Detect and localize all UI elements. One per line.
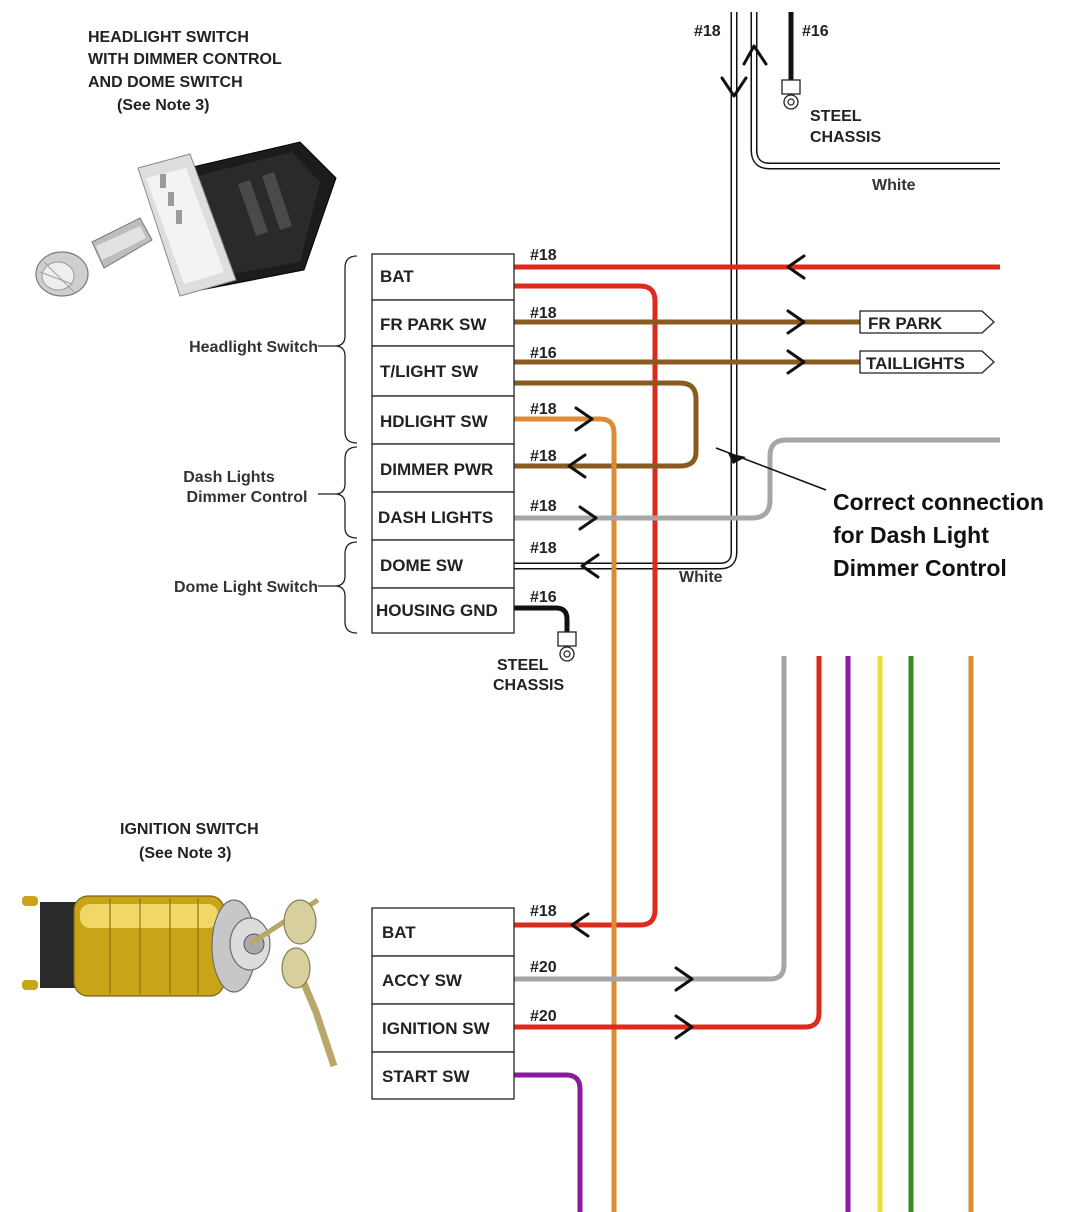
group-label-dash-lights: Dash Lights [183, 469, 275, 486]
fr-park-tag-label: FR PARK [868, 314, 943, 333]
wire-gauge-labels: #18 #16 #18 #18 #16 #18 #18 #18 #18 #16 … [530, 23, 829, 1025]
arrow-right-tlight [786, 349, 806, 375]
gauge-dimmer: #18 [530, 448, 557, 465]
misc-labels: STEEL CHASSIS White White STEEL CHASSIS [493, 108, 916, 694]
arrow-left-dimmer [567, 453, 587, 479]
arrow-left-dome [580, 553, 600, 579]
gauge-bat: #18 [530, 247, 557, 264]
group-label-dimmer-control: Dimmer Control [187, 489, 308, 506]
connector-tag-fr-park: FR PARK [859, 310, 995, 334]
gauge-fr-park: #18 [530, 305, 557, 322]
arrow-right-ignition [674, 1014, 694, 1040]
ignition-switch-image [22, 895, 338, 1068]
wire-red-ignition [514, 656, 822, 1030]
ign-pin-label-ignition-sw: IGNITION SW [382, 1019, 491, 1038]
ign-pin-label-accy-sw: ACCY SW [382, 971, 463, 990]
wire-orange-hdlight [514, 416, 617, 1212]
headlight-caption-line3: AND DOME SWITCH [88, 74, 243, 91]
annotation-pointer [715, 447, 827, 491]
wire-white-top-inner [752, 12, 1000, 168]
wire-gray-dash [514, 437, 1000, 521]
gauge-tlight: #16 [530, 345, 557, 362]
annotation-line1: Correct connection [833, 489, 1044, 515]
group-label-headlight-switch: Headlight Switch [189, 339, 318, 356]
headlight-caption-line4: (See Note 3) [117, 97, 209, 114]
steel-bottom-line1: STEEL [497, 657, 549, 674]
wire-purple-start [514, 1072, 583, 1212]
ign-pin-label-start-sw: START SW [382, 1067, 470, 1086]
annotation-line2: for Dash Light [833, 522, 989, 548]
gauge-top-right: #16 [802, 23, 829, 40]
gauge-top-left: #18 [694, 23, 721, 40]
wire-red-bat-feed [514, 283, 658, 928]
group-label-dome-light-switch: Dome Light Switch [174, 579, 318, 596]
pin-label-dome-sw: DOME SW [380, 556, 464, 575]
arrow-left-bat [786, 254, 806, 280]
brace-headlight-switch [334, 255, 358, 444]
gauge-ign-bat: #18 [530, 903, 557, 920]
ignition-switch-pins: BAT ACCY SW IGNITION SW START SW [371, 907, 515, 1100]
pin-label-dimmer-pwr: DIMMER PWR [380, 460, 493, 479]
brace-dimmer-control [334, 446, 358, 539]
annotation-text: Correct connection for Dash Light Dimmer… [833, 489, 1044, 581]
ground-symbol-top [781, 79, 801, 110]
wire-white-dome-inner [514, 12, 736, 568]
group-braces [318, 255, 358, 634]
gauge-accy: #20 [530, 959, 557, 976]
ground-symbol-bottom [557, 631, 577, 662]
headlight-caption-line2: WITH DIMMER CONTROL [88, 51, 282, 68]
white-mid-label: White [679, 569, 723, 586]
steel-bottom-line2: CHASSIS [493, 677, 564, 694]
wire-white-dome-outer [514, 12, 738, 570]
ignition-caption-line1: IGNITION SWITCH [120, 821, 259, 838]
arrow-up-white [742, 44, 768, 66]
arrow-right-hdlight [574, 406, 594, 432]
pin-label-bat: BAT [380, 267, 414, 286]
pin-label-hdlight-sw: HDLIGHT SW [380, 412, 489, 431]
arrow-right-accy [674, 966, 694, 992]
pin-label-dash-lights: DASH LIGHTS [378, 508, 493, 527]
wire-black-housing-gnd [514, 605, 570, 632]
ign-pin-label-bat: BAT [382, 923, 416, 942]
ignition-switch-caption: IGNITION SWITCH (See Note 3) [120, 821, 259, 862]
gauge-hdlight: #18 [530, 401, 557, 418]
steel-top-line1: STEEL [810, 108, 862, 125]
brace-dome-switch [334, 541, 358, 634]
annotation-line3: Dimmer Control [833, 555, 1007, 581]
steel-top-line2: CHASSIS [810, 129, 881, 146]
gauge-ignition: #20 [530, 1008, 557, 1025]
headlight-switch-pins: BAT FR PARK SW T/LIGHT SW HDLIGHT SW DIM… [371, 253, 515, 634]
wire-gray-accy [514, 656, 787, 982]
headlight-switch-image [35, 141, 337, 297]
arrow-down-white [720, 76, 748, 98]
gauge-dome: #18 [530, 540, 557, 557]
pin-label-fr-park-sw: FR PARK SW [380, 315, 487, 334]
ignition-caption-line2: (See Note 3) [139, 845, 231, 862]
gauge-housing-gnd: #16 [530, 589, 557, 606]
direction-arrows [567, 44, 806, 1040]
wires [514, 12, 1000, 1212]
headlight-caption-line1: HEADLIGHT SWITCH [88, 29, 249, 46]
wire-brown-dimmer-loop [514, 380, 699, 469]
connector-tag-taillights: TAILLIGHTS [859, 350, 995, 374]
group-labels: Headlight Switch Dash Lights Dimmer Cont… [174, 339, 318, 596]
arrow-right-dash [578, 505, 598, 531]
pin-label-housing-gnd: HOUSING GND [376, 601, 498, 620]
gauge-dash: #18 [530, 498, 557, 515]
taillights-tag-label: TAILLIGHTS [866, 354, 965, 373]
white-top-label: White [872, 177, 916, 194]
arrow-right-fr-park [786, 309, 806, 335]
headlight-switch-caption: HEADLIGHT SWITCH WITH DIMMER CONTROL AND… [88, 29, 282, 114]
pin-label-tlight-sw: T/LIGHT SW [380, 362, 479, 381]
arrow-left-ign-bat [570, 912, 590, 938]
